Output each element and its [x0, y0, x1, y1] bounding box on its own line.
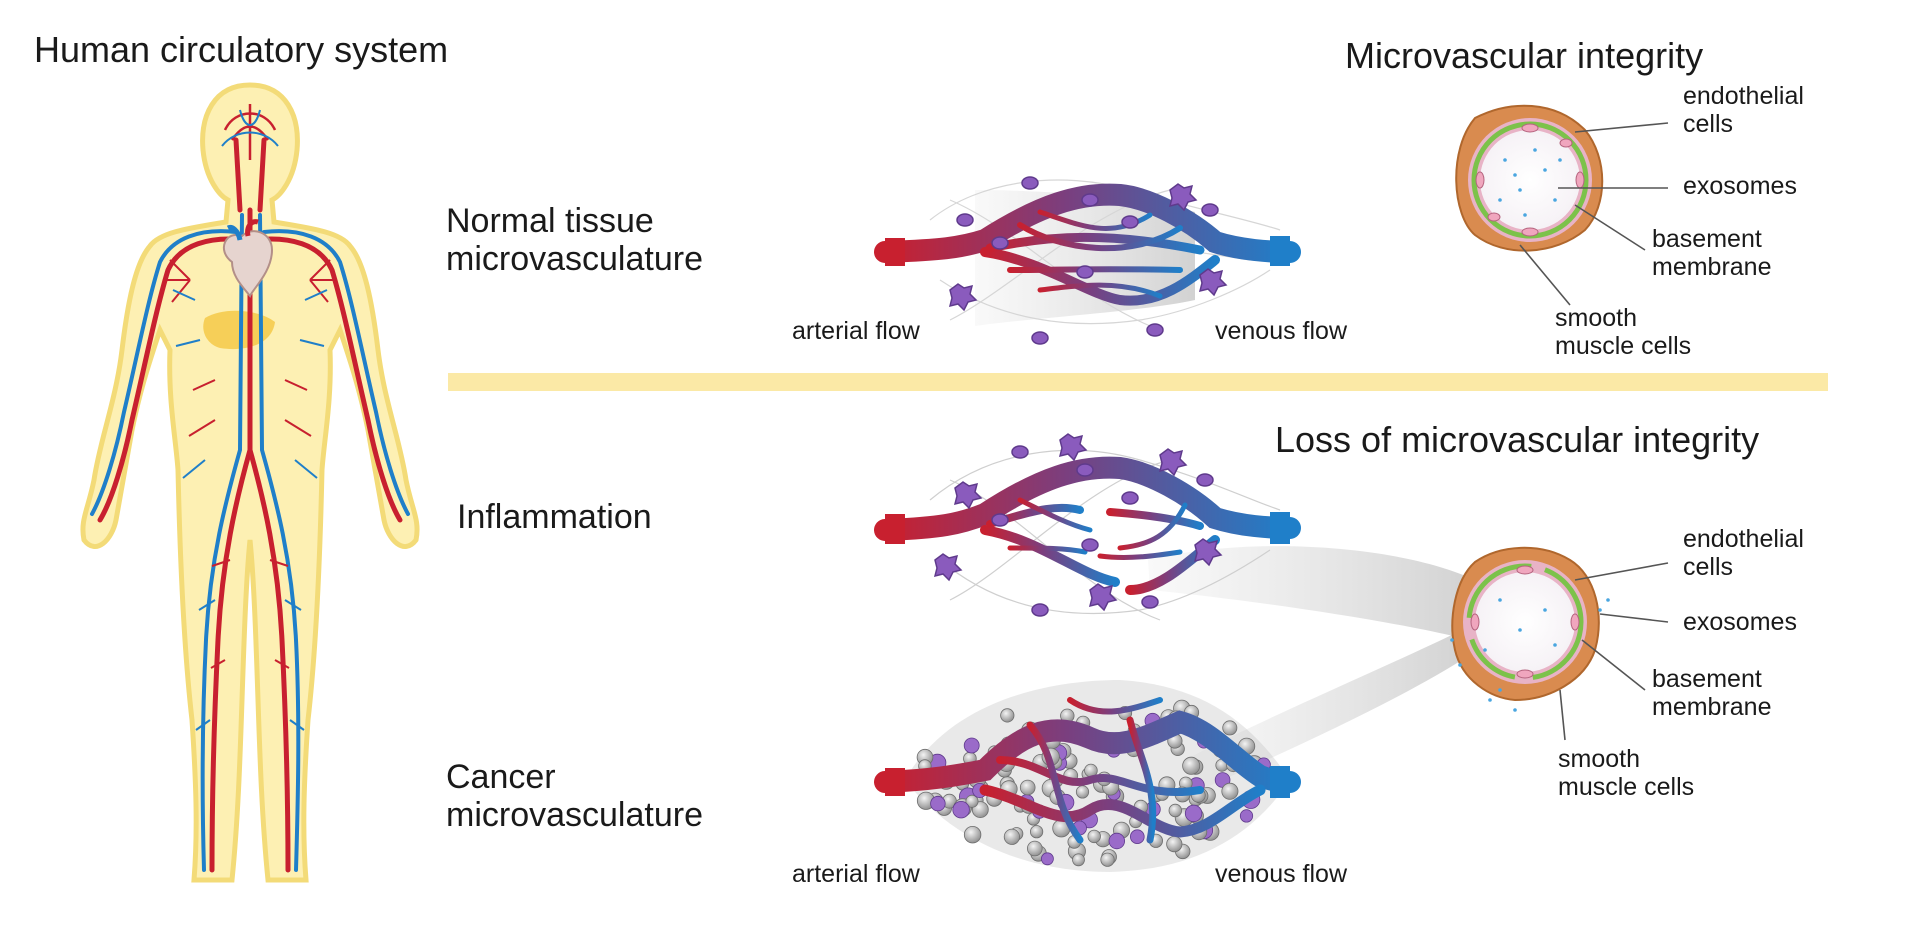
tumor-cell: [1073, 854, 1085, 866]
immune-cell: [1185, 805, 1202, 822]
body-title: Human circulatory system: [34, 30, 448, 70]
tumor-cell: [1183, 757, 1200, 774]
exosomes-label-top: exosomes: [1683, 172, 1797, 200]
endothelial-cells-label-top: endothelial cells: [1683, 82, 1804, 138]
tumor-cell: [1222, 783, 1238, 799]
tumor-cell: [1169, 804, 1182, 817]
inflammation-label: Inflammation: [457, 498, 652, 536]
cancer-microvasculature-network: [885, 630, 1470, 872]
microvascular-integrity-title: Microvascular integrity: [1345, 36, 1703, 76]
tumor-cell: [1167, 836, 1182, 851]
immune-cell: [1041, 853, 1053, 865]
tumor-cell: [1076, 786, 1088, 798]
immune-cell: [931, 796, 946, 811]
endothelial-cells-label-bottom: endothelial cells: [1683, 525, 1804, 581]
venous-flow-label-bottom: venous flow: [1215, 860, 1347, 888]
smooth-muscle-label-bottom: smooth muscle cells: [1558, 745, 1694, 801]
normal-tissue-label: Normal tissue microvasculature: [446, 202, 703, 278]
loss-integrity-title: Loss of microvascular integrity: [1275, 420, 1759, 460]
smooth-muscle-label-top: smooth muscle cells: [1555, 304, 1691, 360]
inflammation-microvasculature-network: [885, 434, 1475, 640]
tumor-cell: [1004, 829, 1019, 844]
human-body-figure: [83, 85, 417, 880]
intact-vessel-cross-section: [1456, 106, 1668, 305]
tumor-cell: [1030, 826, 1042, 838]
tumor-cell: [1020, 780, 1035, 795]
leaky-vessel-cross-section: [1450, 548, 1668, 740]
tumor-cell: [964, 826, 981, 843]
basement-membrane-label-bottom: basement membrane: [1652, 665, 1772, 721]
cancer-microvasculature-label: Cancer microvasculature: [446, 758, 703, 834]
arterial-flow-label-bottom: arterial flow: [792, 860, 920, 888]
section-divider: [448, 373, 1828, 391]
exosomes-label-bottom: exosomes: [1683, 608, 1797, 636]
tumor-cell: [1101, 853, 1114, 866]
immune-cell: [964, 738, 979, 753]
immune-cell: [953, 801, 970, 818]
tumor-cell: [1223, 721, 1237, 735]
arterial-flow-label-top: arterial flow: [792, 317, 920, 345]
venous-flow-label-top: venous flow: [1215, 317, 1347, 345]
tumor-cell: [1088, 830, 1101, 843]
basement-membrane-label-top: basement membrane: [1652, 225, 1772, 281]
immune-cell: [1240, 810, 1252, 822]
immune-cell: [1130, 830, 1144, 844]
immune-cell: [1109, 833, 1125, 849]
tumor-cell: [1001, 709, 1014, 722]
tumor-cell: [1027, 841, 1042, 856]
